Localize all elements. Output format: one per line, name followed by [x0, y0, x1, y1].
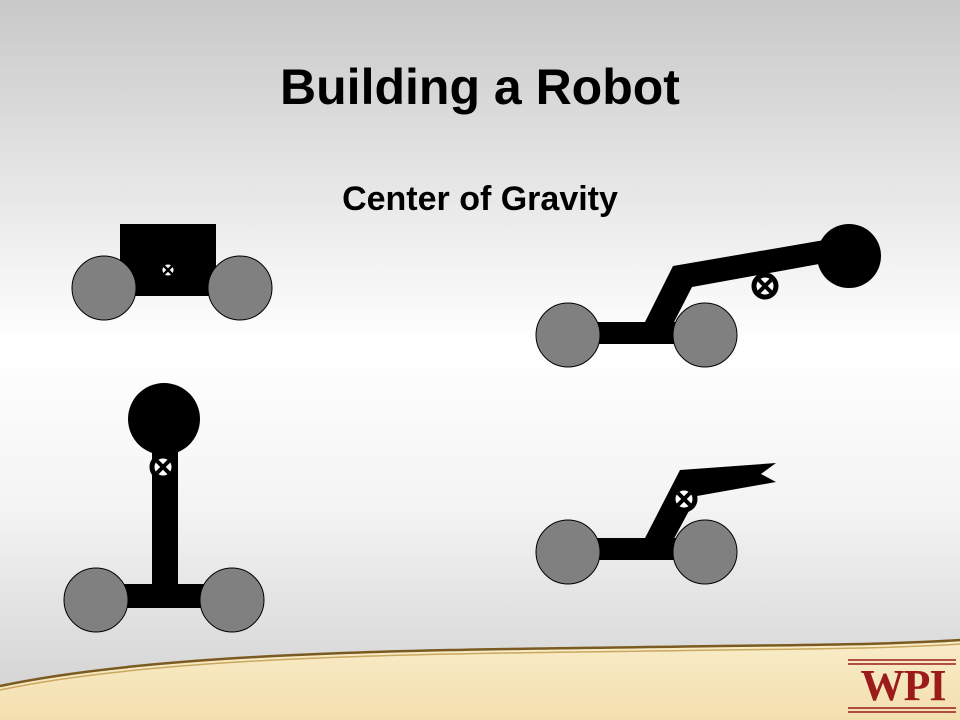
- robot-mast-weight: [128, 383, 200, 455]
- center-of-gravity-marker-icon: [149, 453, 177, 481]
- center-of-gravity-marker-icon: [751, 272, 779, 300]
- robot-wheel: [535, 519, 601, 585]
- slide-title: Building a Robot: [280, 59, 680, 115]
- robot-arm-weight: [817, 224, 881, 288]
- robot-wheel: [71, 255, 137, 321]
- extended-arm-robot-diagram: [535, 224, 881, 368]
- center-of-gravity-marker-icon: [670, 485, 698, 513]
- center-of-gravity-marker-icon: [159, 261, 177, 279]
- robot-arm: [643, 463, 776, 546]
- robot-chassis: [568, 322, 706, 344]
- wpi-logo-rules: [848, 659, 956, 713]
- box-robot-diagram: [71, 224, 273, 321]
- robot-wheel: [672, 519, 738, 585]
- short-arm-robot-diagram: [535, 463, 776, 585]
- robot-wheel: [672, 302, 738, 368]
- wpi-logo: WPI: [850, 658, 958, 714]
- robot-wheel: [199, 567, 265, 633]
- wpi-logo-text: WPI: [860, 661, 947, 710]
- robot-wheel: [63, 567, 129, 633]
- robot-arm: [643, 238, 841, 330]
- robot-chassis: [568, 538, 706, 560]
- slide-subtitle: Center of Gravity: [342, 180, 618, 218]
- footer-band: [0, 638, 960, 720]
- tall-mast-robot-diagram: [63, 383, 265, 633]
- robot-wheel: [535, 302, 601, 368]
- robot-wheel: [207, 255, 273, 321]
